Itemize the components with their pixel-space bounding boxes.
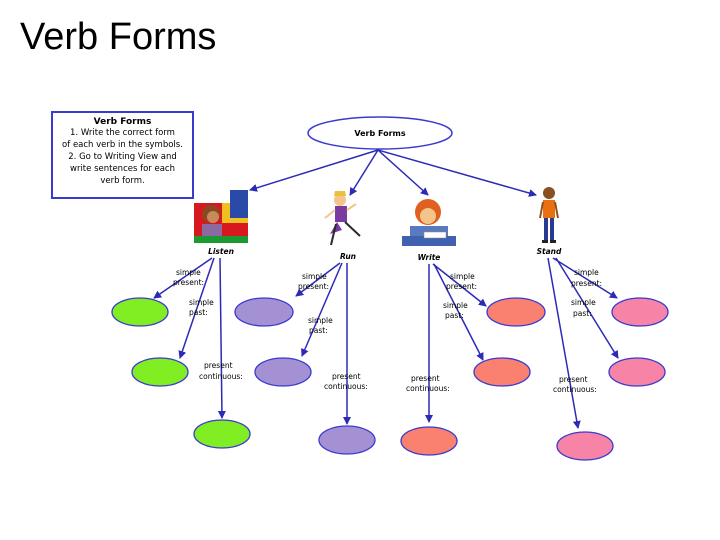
verb-branch-write: Write simple present: simple past: prese… [400, 199, 546, 456]
label-simple-present: simple [574, 268, 599, 277]
label-simple-past: simple [189, 298, 214, 307]
girl-listening-icon [194, 190, 248, 243]
label-present-continuous: continuous: [324, 382, 368, 391]
label-simple-past: simple [443, 301, 468, 310]
verb-label-run: Run [340, 252, 356, 261]
instruction-line: write sentences for each [70, 164, 175, 174]
label-simple-past: past: [189, 308, 208, 317]
verb-branch-listen: Listen simple present: simple past: pres… [111, 190, 251, 449]
instruction-line: 1. Write the correct form [70, 128, 175, 138]
label-present-continuous: continuous: [199, 372, 243, 381]
instruction-line: of each verb in the symbols. [62, 140, 183, 150]
instructions-heading: Verb Forms [93, 117, 152, 127]
label-simple-present: present: [298, 282, 329, 291]
verb-branch-run: Run simple present: simple past: present… [234, 191, 376, 455]
answer-slot-write-present-continuous[interactable] [400, 426, 458, 456]
answer-slot-stand-simple-present[interactable] [611, 297, 669, 327]
label-present-continuous: continuous: [406, 384, 450, 393]
answer-slot-write-simple-present[interactable] [486, 297, 546, 327]
boy-standing-icon [539, 187, 559, 243]
root-label: Verb Forms [354, 129, 406, 138]
answer-slot-run-present-continuous[interactable] [318, 425, 376, 455]
answer-slot-stand-simple-past[interactable] [608, 357, 666, 387]
verb-label-write: Write [418, 253, 441, 262]
label-simple-present: present: [173, 278, 204, 287]
girl-running-icon [324, 191, 361, 246]
label-simple-past: simple [308, 316, 333, 325]
label-simple-present: simple [176, 268, 201, 277]
answer-slot-stand-present-continuous[interactable] [556, 431, 614, 461]
label-simple-present: simple [450, 272, 475, 281]
root-node: Verb Forms [307, 116, 453, 150]
label-simple-past: past: [309, 326, 328, 335]
label-present-continuous: present [332, 372, 361, 381]
label-present-continuous: present [411, 374, 440, 383]
slide-title: Verb Forms [20, 16, 217, 58]
label-simple-present: present: [571, 279, 602, 288]
answer-slot-listen-present-continuous[interactable] [193, 419, 251, 449]
root-arrows [249, 149, 537, 197]
label-simple-past: past: [445, 311, 464, 320]
instructions-box: Verb Forms 1. Write the correct form of … [51, 111, 194, 199]
instruction-line: 2. Go to Writing View and [68, 152, 177, 162]
answer-slot-listen-simple-present[interactable] [111, 297, 169, 327]
verb-branch-stand: Stand simple present: simple past: prese… [537, 187, 669, 461]
girl-writing-icon [402, 199, 456, 246]
verb-label-listen: Listen [208, 247, 234, 256]
label-simple-present: simple [302, 272, 327, 281]
answer-slot-listen-simple-past[interactable] [131, 357, 189, 387]
answer-slot-run-simple-present[interactable] [234, 297, 294, 327]
label-simple-past: simple [571, 298, 596, 307]
answer-slot-run-simple-past[interactable] [254, 357, 312, 387]
label-present-continuous: present [559, 375, 588, 384]
instruction-line: verb form. [100, 176, 145, 186]
answer-slot-write-simple-past[interactable] [473, 357, 531, 387]
label-present-continuous: continuous: [553, 385, 597, 394]
label-simple-past: past: [573, 309, 592, 318]
verb-label-stand: Stand [537, 247, 562, 256]
label-present-continuous: present [204, 361, 233, 370]
label-simple-present: present: [446, 282, 477, 291]
